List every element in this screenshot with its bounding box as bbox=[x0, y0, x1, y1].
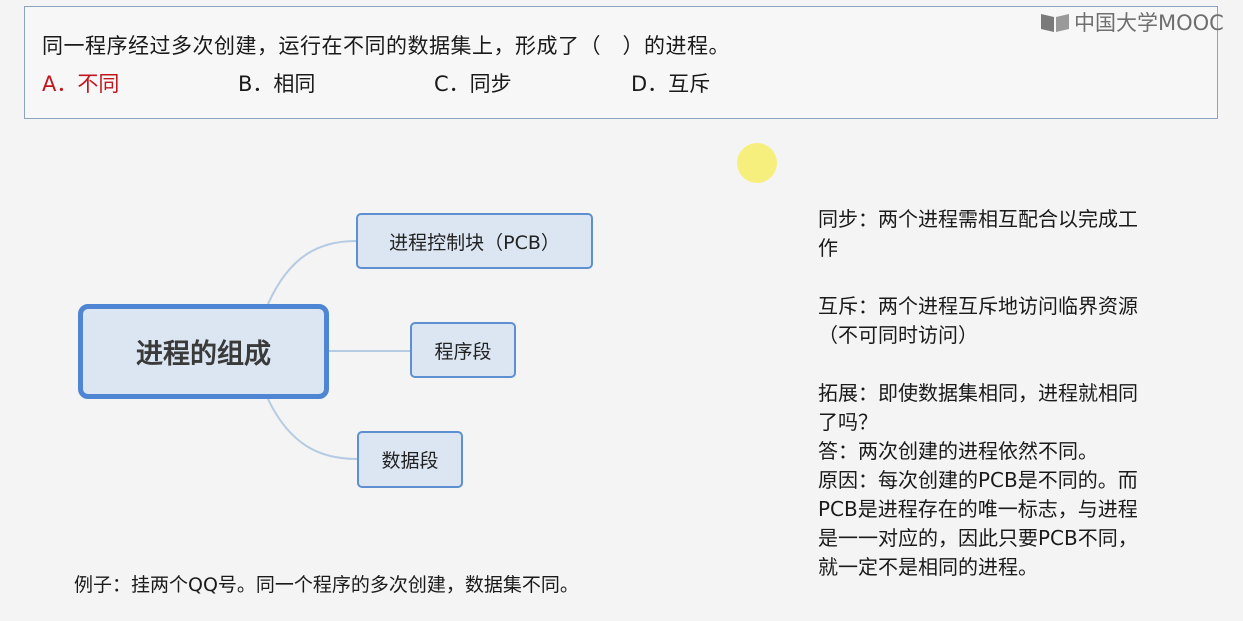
node-pcb: 进程控制块（PCB） bbox=[356, 213, 593, 269]
note-reason-line: 就一定不是相同的进程。 bbox=[818, 555, 1038, 579]
connector-pcb bbox=[267, 240, 357, 305]
option-a: A．不同 bbox=[42, 72, 120, 96]
connector-data bbox=[267, 398, 358, 460]
logo-text: 中国大学MOOC bbox=[1074, 11, 1224, 35]
note-reason-line: 是一一对应的，因此只要PCB不同， bbox=[818, 526, 1138, 550]
mooc-logo: 中国大学MOOC bbox=[1040, 9, 1224, 35]
node-data-segment: 数据段 bbox=[357, 431, 463, 488]
note-sync-line: 同步：两个进程需相互配合以完成工 bbox=[818, 207, 1138, 231]
note-extend-line: 拓展：即使数据集相同，进程就相同 bbox=[818, 381, 1138, 405]
mindmap-connectors bbox=[267, 240, 410, 460]
node-process-composition: 进程的组成 bbox=[78, 304, 329, 399]
cursor-highlight bbox=[737, 143, 777, 183]
mooc-book-icon bbox=[1041, 14, 1069, 32]
note-reason-line: 原因：每次创建的PCB是不同的。而 bbox=[818, 468, 1138, 492]
option-c: C．同步 bbox=[434, 72, 512, 96]
note-extend-line: 了吗？ bbox=[818, 410, 878, 434]
note-sync-line: 作 bbox=[818, 236, 838, 260]
example-text: 例子：挂两个QQ号。同一个程序的多次创建，数据集不同。 bbox=[74, 574, 579, 596]
note-reason-line: PCB是进程存在的唯一标志，与进程 bbox=[818, 497, 1138, 521]
note-mutex-line: （不可同时访问） bbox=[818, 323, 978, 347]
option-d: D．互斥 bbox=[631, 72, 711, 96]
node-program-segment: 程序段 bbox=[410, 322, 516, 378]
option-b: B．相同 bbox=[238, 72, 316, 96]
notes-panel: 同步：两个进程需相互配合以完成工 作 互斥：两个进程互斥地访问临界资源 （不可同… bbox=[818, 205, 1218, 582]
question-box: 同一程序经过多次创建，运行在不同的数据集上，形成了（ ）的进程。 A．不同 B．… bbox=[24, 6, 1218, 119]
note-answer-line: 答：两次创建的进程依然不同。 bbox=[818, 439, 1098, 463]
note-mutex-line: 互斥：两个进程互斥地访问临界资源 bbox=[818, 294, 1138, 318]
question-text: 同一程序经过多次创建，运行在不同的数据集上，形成了（ ）的进程。 bbox=[42, 34, 730, 58]
